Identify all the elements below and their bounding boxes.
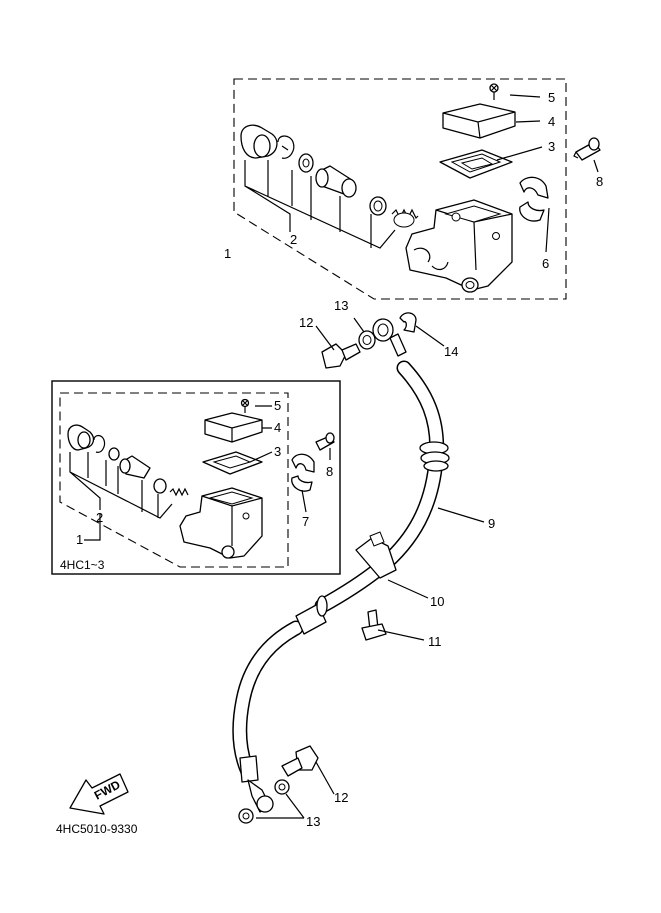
callout-8-inset: 8	[326, 464, 333, 479]
callout-12-a: 12	[299, 315, 313, 330]
master-cylinder-assembly-group	[233, 78, 601, 300]
callout-numbers: 5 4 3 8 6 2 1 12 13 14 5 4 3 8 7 2 1 9 1…	[76, 90, 603, 829]
inset-boundary-dashed	[59, 392, 289, 568]
callout-6-top: 6	[542, 256, 549, 271]
holder-clamp	[519, 176, 549, 199]
callout-3-inset: 3	[274, 444, 281, 459]
leader-lines-item-2	[244, 160, 396, 249]
callout-13-b: 13	[306, 814, 320, 829]
callout-4-inset: 4	[274, 420, 281, 435]
callout-13-a: 13	[334, 298, 348, 313]
callout-10: 10	[430, 594, 444, 609]
callout-1-inset: 1	[76, 532, 83, 547]
callout-7-inset: 7	[302, 514, 309, 529]
reservoir-cap	[442, 103, 516, 139]
callout-14: 14	[444, 344, 458, 359]
piston-kit-parts	[240, 124, 419, 228]
callout-9: 9	[488, 516, 495, 531]
inset-variant-box	[51, 380, 341, 575]
callout-5-inset: 5	[274, 398, 281, 413]
callout-1-top: 1	[224, 246, 231, 261]
callout-5-top: 5	[548, 90, 555, 105]
callout-4-top: 4	[548, 114, 555, 129]
part-code: 4HC5010-9330	[56, 822, 138, 836]
callout-2-top: 2	[290, 232, 297, 247]
callout-8-top: 8	[596, 174, 603, 189]
callout-3-top: 3	[548, 139, 555, 154]
brake-hose-assembly	[232, 312, 485, 824]
callout-11: 11	[428, 634, 442, 649]
inset-variant-label: 4HC1~3	[60, 558, 105, 572]
callout-12-b: 12	[334, 790, 348, 805]
fwd-arrow: FWD	[69, 773, 129, 815]
assembly-boundary-dashed	[233, 78, 567, 300]
master-cylinder-body	[405, 199, 513, 293]
